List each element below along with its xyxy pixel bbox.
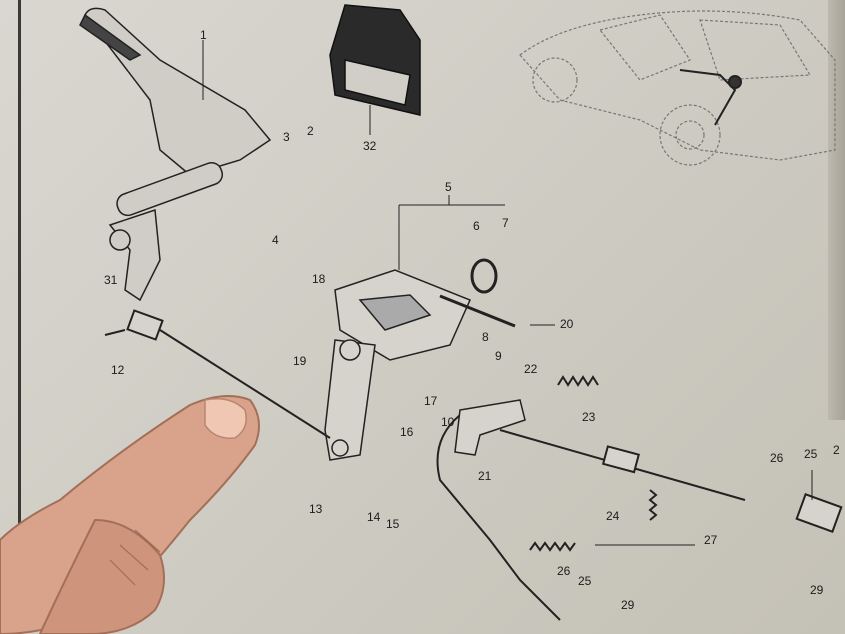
pointing-finger bbox=[0, 395, 260, 634]
callout-10: 10 bbox=[441, 415, 455, 429]
callout-15: 15 bbox=[386, 517, 400, 531]
boot-part bbox=[329, 4, 421, 116]
callout-23: 23 bbox=[582, 410, 596, 424]
callout-27: 27 bbox=[704, 533, 718, 547]
callout-26: 26 bbox=[770, 451, 784, 465]
callout-18: 18 bbox=[312, 272, 326, 286]
spring-27b bbox=[648, 489, 658, 521]
leader-lines bbox=[202, 40, 813, 546]
callout-20: 20 bbox=[560, 317, 574, 331]
spring-23 bbox=[557, 375, 599, 387]
callout-2: 2 bbox=[307, 124, 314, 138]
page-right-edge bbox=[828, 0, 845, 420]
callout-3: 3 bbox=[283, 130, 290, 144]
callout-5: 5 bbox=[445, 180, 452, 194]
callout-17: 17 bbox=[424, 394, 438, 408]
callout-8: 8 bbox=[482, 330, 489, 344]
callout-29: 29 bbox=[810, 583, 824, 597]
handbrake-lever bbox=[79, 7, 272, 302]
car-highlight bbox=[679, 69, 742, 126]
callout-6: 6 bbox=[473, 219, 480, 233]
spring-27 bbox=[529, 541, 576, 552]
callout-7: 7 bbox=[502, 216, 509, 230]
callout-24: 24 bbox=[606, 509, 620, 523]
callout-22: 22 bbox=[524, 362, 538, 376]
callout-31: 31 bbox=[104, 273, 118, 287]
callout-21: 21 bbox=[478, 469, 492, 483]
callout-4: 4 bbox=[272, 233, 279, 247]
car-illustration bbox=[519, 10, 836, 166]
callout-16: 16 bbox=[400, 425, 414, 439]
callout-9: 9 bbox=[495, 349, 502, 363]
callout-14: 14 bbox=[367, 510, 381, 524]
callout-29-lower: 29 bbox=[621, 598, 635, 612]
callout-13: 13 bbox=[309, 502, 323, 516]
callout-32: 32 bbox=[363, 139, 377, 153]
cable-rod bbox=[104, 309, 331, 439]
callout-25-lower: 25 bbox=[578, 574, 592, 588]
ring-part bbox=[470, 258, 498, 294]
callout-26-lower: 26 bbox=[557, 564, 571, 578]
callout-2-edge: 2 bbox=[833, 443, 840, 457]
bracket-assembly bbox=[324, 269, 472, 461]
page-margin-line bbox=[18, 0, 21, 634]
callout-1: 1 bbox=[200, 28, 207, 42]
bolt-part bbox=[439, 294, 516, 328]
callout-12: 12 bbox=[111, 363, 125, 377]
callout-25: 25 bbox=[804, 447, 818, 461]
yoke-part bbox=[454, 399, 526, 456]
callout-19: 19 bbox=[293, 354, 307, 368]
brake-cable bbox=[436, 414, 843, 621]
